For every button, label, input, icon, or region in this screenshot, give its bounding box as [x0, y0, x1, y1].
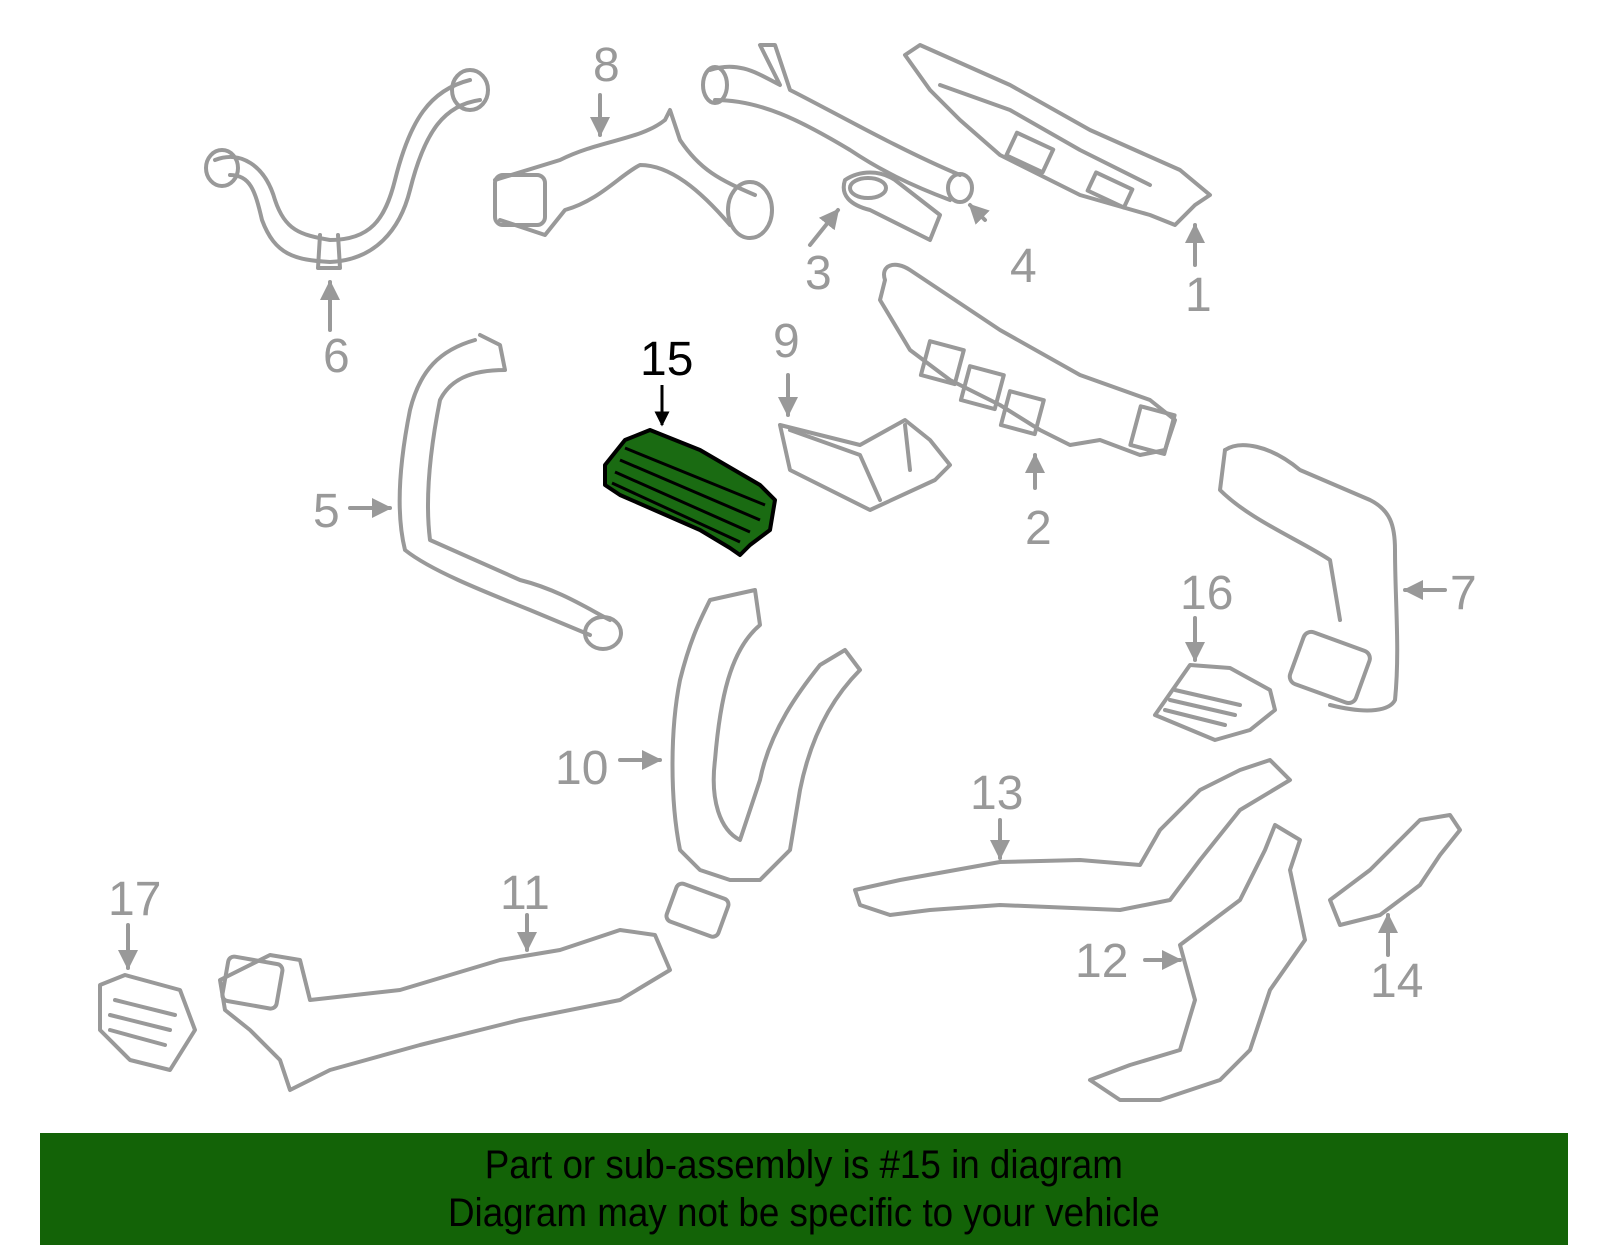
callout-4[interactable]: 4 — [1010, 240, 1037, 293]
part-16-vent — [1153, 616, 1277, 742]
banner-line-disclaimer: Diagram may not be specific to your vehi… — [448, 1191, 1160, 1235]
part-2-duct — [878, 262, 1177, 490]
callout-9[interactable]: 9 — [773, 315, 800, 368]
part-4-duct — [701, 43, 990, 225]
part-7-duct — [1218, 443, 1447, 713]
parts-diagram: 1 2 3 4 5 6 7 8 9 10 11 12 13 14 15 16 1… — [98, 39, 1477, 1102]
callout-16[interactable]: 16 — [1180, 567, 1234, 620]
part-9-duct — [778, 373, 952, 512]
callout-11[interactable]: 11 — [500, 867, 550, 920]
info-banner: Part or sub-assembly is #15 in diagram D… — [40, 1133, 1568, 1245]
diagram-drawing — [98, 43, 1462, 1102]
part-10-duct — [618, 588, 862, 939]
callout-8[interactable]: 8 — [593, 39, 620, 92]
part-15-vent-highlighted[interactable] — [603, 385, 777, 557]
part-17-vent — [98, 923, 197, 1072]
callout-15-highlighted[interactable]: 15 — [640, 333, 694, 386]
banner-line-part-number: Part or sub-assembly is #15 in diagram — [484, 1143, 1124, 1187]
part-11-duct — [218, 913, 672, 1092]
part-6-duct — [204, 68, 490, 332]
part-8-duct — [493, 93, 774, 240]
callout-6[interactable]: 6 — [323, 330, 350, 383]
part-3-vent — [808, 170, 942, 247]
part-1-duct — [903, 43, 1212, 267]
callout-3[interactable]: 3 — [805, 247, 832, 300]
part-12-duct — [1088, 823, 1307, 1102]
callout-1[interactable]: 1 — [1185, 269, 1212, 322]
callout-12[interactable]: 12 — [1075, 935, 1129, 988]
callout-2[interactable]: 2 — [1025, 502, 1052, 555]
part-14-vent — [1328, 813, 1462, 957]
part-5-duct — [348, 333, 623, 651]
callout-13[interactable]: 13 — [970, 767, 1024, 820]
callout-5[interactable]: 5 — [313, 485, 340, 538]
callout-10[interactable]: 10 — [555, 742, 609, 795]
callout-7[interactable]: 7 — [1450, 567, 1477, 620]
part-13-duct — [853, 758, 1292, 917]
callout-14[interactable]: 14 — [1370, 955, 1424, 1008]
callout-17[interactable]: 17 — [108, 873, 162, 926]
